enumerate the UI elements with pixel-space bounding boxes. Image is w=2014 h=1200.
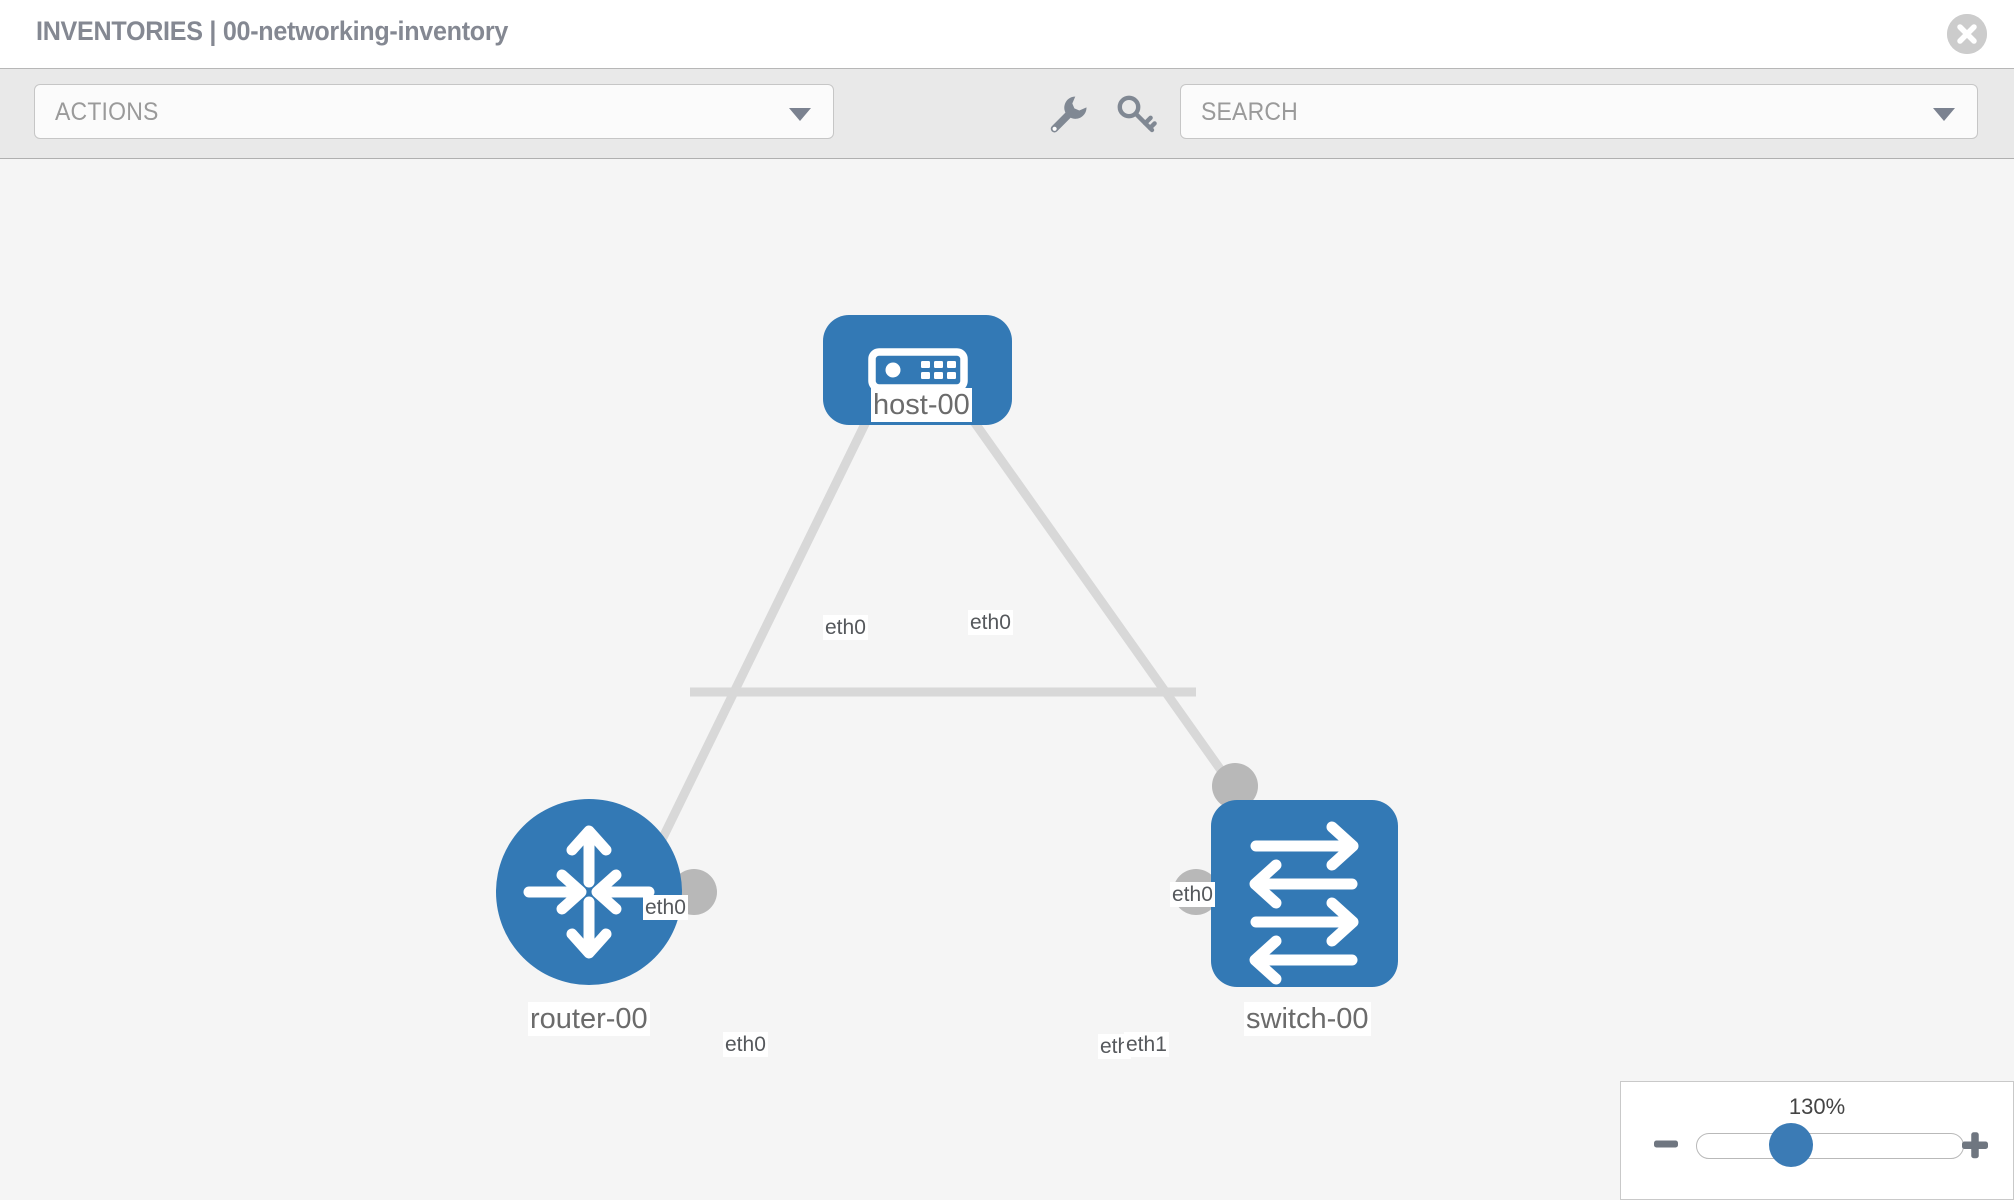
node-label-host-00: host-00 xyxy=(871,388,972,422)
actions-dropdown[interactable]: ACTIONS xyxy=(34,84,834,139)
key-icon[interactable] xyxy=(1112,90,1160,138)
topology-canvas[interactable]: host-00 router-00 switch-00 eth0 eth0 et… xyxy=(0,160,2014,1200)
zoom-slider-track[interactable] xyxy=(1696,1133,1964,1159)
link-host00-router00[interactable] xyxy=(647,383,889,862)
zoom-level-value: 130% xyxy=(1788,1094,1846,1119)
chevron-down-icon xyxy=(789,108,811,121)
plus-icon[interactable] xyxy=(1959,1129,1991,1166)
zoom-control-panel: 130% xyxy=(1620,1081,2014,1200)
actions-dropdown-label: ACTIONS xyxy=(55,98,159,126)
minus-icon[interactable] xyxy=(1651,1129,1681,1164)
port-label: eth0 xyxy=(968,610,1013,635)
wrench-icon[interactable] xyxy=(1044,90,1092,138)
zoom-slider-thumb[interactable] xyxy=(1769,1123,1813,1167)
port-label: eth0 xyxy=(1170,882,1215,907)
port-label: eth1 xyxy=(1124,1032,1169,1057)
link-host00-switch00[interactable] xyxy=(944,382,1239,793)
node-router-00[interactable] xyxy=(496,799,682,985)
search-placeholder: SEARCH xyxy=(1201,98,1298,126)
topology-ports xyxy=(671,345,1258,915)
node-switch-00[interactable] xyxy=(1211,800,1398,987)
search-input[interactable]: SEARCH xyxy=(1180,84,1978,139)
port-label: eth0 xyxy=(723,1032,768,1057)
port-circle[interactable] xyxy=(1212,763,1258,809)
port-label: eth0 xyxy=(643,895,688,920)
port-label: eth0 xyxy=(823,615,868,640)
node-label-switch-00: switch-00 xyxy=(1244,1002,1371,1036)
page-title: INVENTORIES | 00-networking-inventory xyxy=(36,16,509,46)
page-header: INVENTORIES | 00-networking-inventory xyxy=(0,0,2014,69)
topology-links xyxy=(647,382,1239,862)
chevron-down-icon xyxy=(1933,108,1955,121)
node-label-router-00: router-00 xyxy=(528,1002,650,1036)
topology-graph xyxy=(496,315,1398,987)
close-icon[interactable] xyxy=(1947,14,1987,54)
